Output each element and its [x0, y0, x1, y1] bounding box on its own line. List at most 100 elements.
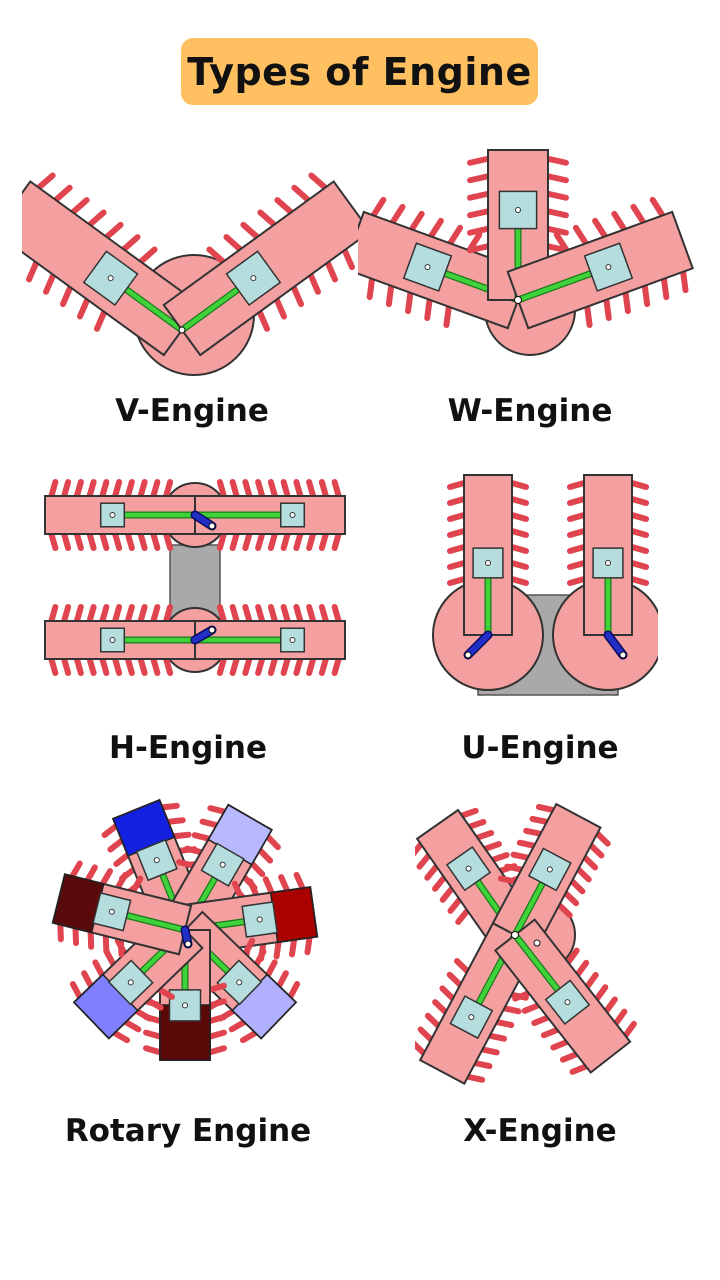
- cooling-fin: [145, 997, 164, 1011]
- cooling-fin: [223, 234, 244, 253]
- cooling-fin: [680, 268, 689, 294]
- cooling-fin: [629, 560, 649, 570]
- cooling-fin: [472, 1060, 493, 1070]
- cooling-fin: [612, 1008, 628, 1027]
- cooling-fin: [150, 479, 161, 499]
- cooling-fin: [133, 1008, 153, 1022]
- cooling-fin: [86, 604, 97, 624]
- cooling-fin: [603, 296, 612, 322]
- cooling-fin: [467, 190, 491, 201]
- cooling-fin: [535, 803, 557, 814]
- cooling-fin: [191, 832, 212, 842]
- cooling-fin: [103, 221, 124, 241]
- cooling-fin: [216, 604, 227, 624]
- cooling-fin: [439, 985, 456, 1002]
- cooling-fin: [306, 479, 317, 499]
- cooling-fin: [73, 656, 84, 676]
- w-engine-label: W-Engine: [447, 393, 613, 429]
- cooling-fin: [565, 947, 580, 966]
- cooling-fin: [86, 531, 97, 551]
- cooling-fin: [124, 479, 135, 499]
- cooling-fin: [267, 604, 278, 624]
- cooling-fin: [370, 196, 387, 219]
- cooling-fin: [489, 852, 510, 863]
- cooling-fin: [629, 480, 649, 490]
- crank-pin: [208, 626, 216, 634]
- piston-pin: [109, 512, 116, 518]
- cooling-fin: [267, 656, 278, 676]
- cooling-fin: [567, 544, 587, 554]
- cooling-fin: [447, 496, 467, 506]
- cooling-fin: [264, 833, 281, 851]
- cylinder: [51, 860, 193, 958]
- cooling-fin: [467, 155, 491, 166]
- piston-pin: [153, 857, 160, 864]
- cooling-fin: [306, 604, 317, 624]
- cooling-fin: [72, 925, 80, 947]
- cooling-fin: [76, 296, 91, 320]
- cooling-fin: [112, 656, 123, 676]
- cooling-fin: [455, 907, 471, 925]
- cooling-fin: [509, 480, 529, 490]
- cooling-fin: [86, 479, 97, 499]
- piston-pin: [107, 275, 114, 282]
- cooling-fin: [99, 868, 114, 887]
- cooling-fin: [467, 208, 491, 219]
- piston-pin: [605, 264, 612, 271]
- cooling-fin: [304, 934, 313, 956]
- cooling-fin: [156, 986, 175, 1000]
- cooling-fin: [464, 1073, 486, 1083]
- cooling-fin: [447, 480, 467, 490]
- cooling-fin: [112, 479, 123, 499]
- crank-pin: [184, 940, 192, 948]
- cooling-fin: [509, 544, 529, 554]
- cooling-fin: [163, 479, 174, 499]
- cooling-fin: [474, 829, 495, 841]
- cylinder: [358, 196, 530, 330]
- cooling-fin: [567, 528, 587, 538]
- cooling-fin: [306, 531, 317, 551]
- cooling-fin: [447, 896, 463, 914]
- cooling-fin: [207, 998, 227, 1009]
- cooling-fin: [137, 246, 158, 265]
- cooling-fin: [545, 190, 569, 201]
- cooling-fin: [73, 479, 84, 499]
- piston-pin: [219, 861, 226, 868]
- cooling-fin: [424, 1012, 442, 1029]
- cooling-fin: [622, 1020, 637, 1039]
- cooling-fin: [117, 936, 125, 958]
- cooling-fin: [592, 217, 609, 240]
- cooling-fin: [567, 560, 587, 570]
- cooling-fin: [216, 531, 227, 551]
- cooling-fin: [424, 296, 433, 322]
- piston-pin: [564, 999, 571, 1006]
- cooling-fin: [242, 656, 253, 676]
- cooling-fin: [494, 1019, 515, 1029]
- cooling-fin: [61, 531, 72, 551]
- cooling-fin: [86, 209, 107, 228]
- cooling-fin: [467, 173, 491, 184]
- cooling-fin: [73, 604, 84, 624]
- cooling-fin: [111, 1029, 131, 1044]
- cooling-fin: [280, 656, 291, 676]
- cooling-fin: [341, 247, 355, 271]
- cooling-fin: [611, 210, 628, 233]
- cooling-fin: [114, 871, 129, 891]
- cooling-fin: [130, 875, 144, 895]
- cooling-fin: [183, 845, 205, 856]
- piston-pin: [289, 637, 296, 643]
- cylinder: [191, 604, 346, 676]
- cooling-fin: [207, 982, 227, 993]
- cooling-fin: [540, 1026, 561, 1039]
- piston-pin: [109, 637, 116, 643]
- cooling-fin: [443, 303, 452, 329]
- cooling-fin: [137, 531, 148, 551]
- cooling-fin: [509, 576, 529, 586]
- cooling-fin: [256, 308, 271, 332]
- cooling-fin: [276, 970, 289, 990]
- cooling-fin: [99, 656, 110, 676]
- cooling-fin: [366, 275, 376, 301]
- page-title: Types of Engine: [187, 49, 532, 94]
- cooling-fin: [432, 999, 449, 1016]
- cooling-fin: [574, 959, 590, 978]
